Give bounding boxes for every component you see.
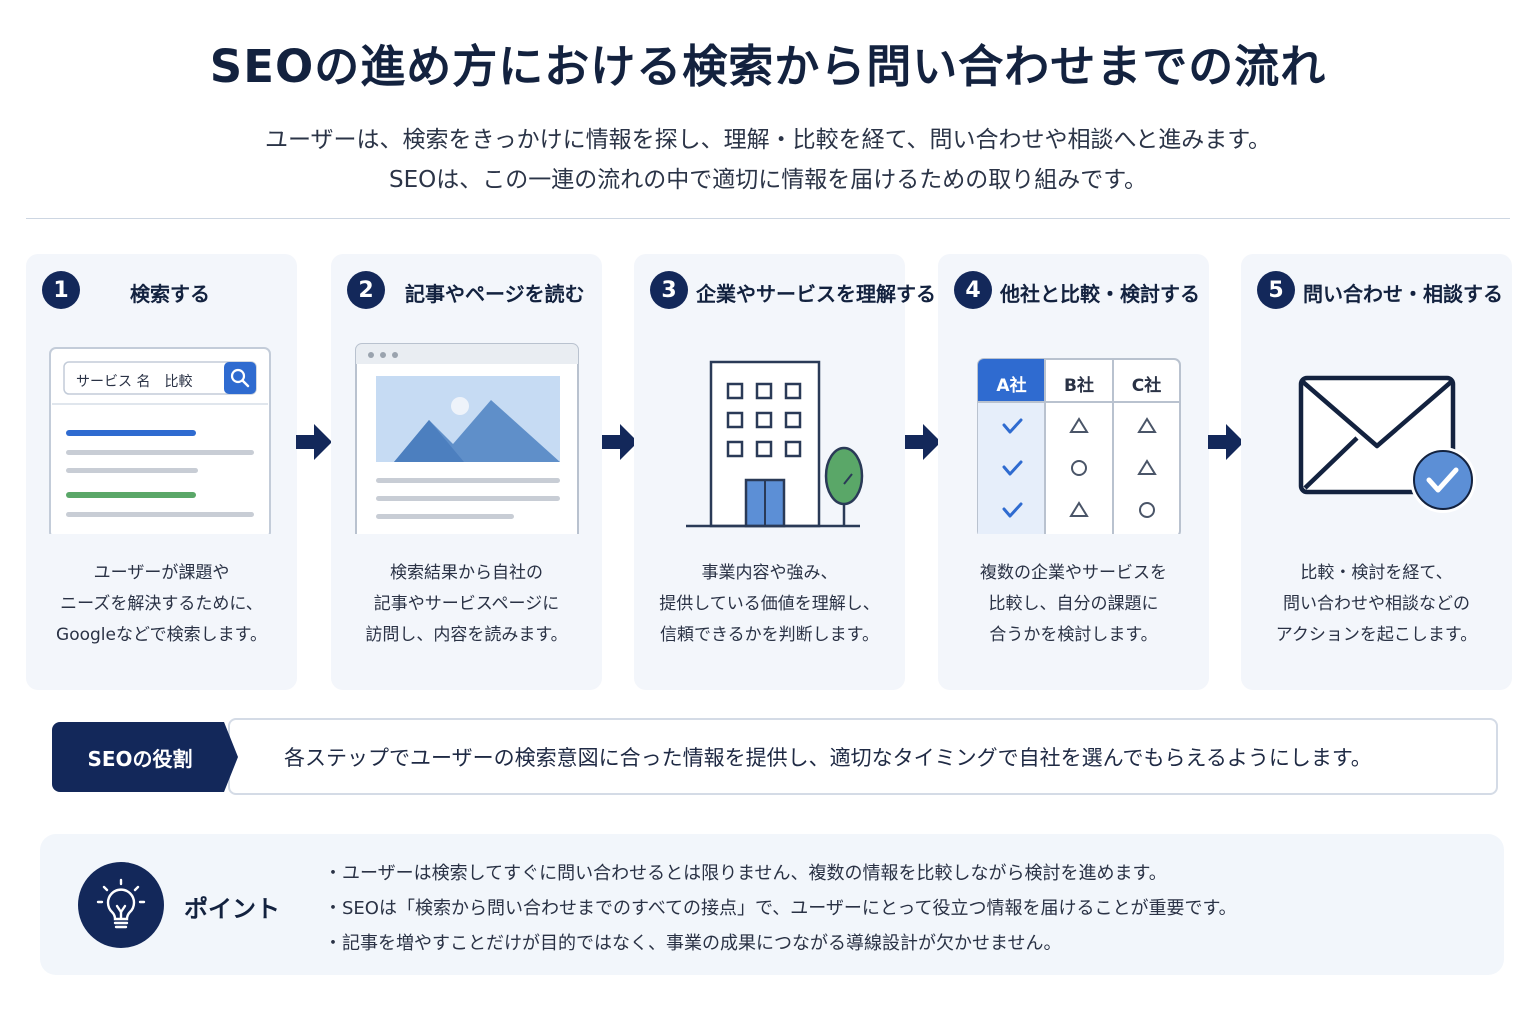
search-results-illustration: [49, 347, 271, 534]
search-query-text: サービス 名 比較: [76, 374, 193, 390]
step-2-card: 2 記事やページを読む 検索結果から自社の記事やサービスページに訪問し、内容を読…: [331, 254, 602, 690]
step-2-title: 記事やページを読む: [405, 282, 585, 306]
step-3-number: 3: [650, 271, 688, 309]
arrow-right-icon: [1208, 424, 1244, 460]
search-icon: [224, 362, 256, 394]
envelope-check-icon: [1298, 375, 1476, 513]
arrow-right-icon: [905, 424, 941, 460]
step-4-card: 4 他社と比較・検討する A社 B社 C社 複数の企業やサービスを比較し、自分の…: [938, 254, 1209, 690]
point-item: 記事を増やすことだけが目的ではなく、事業の成果につながる導線設計が欠かせません。: [324, 926, 1237, 961]
step-5-card: 5 問い合わせ・相談する 比較・検討を経て、問い合わせや相談などのアクションを起…: [1241, 254, 1512, 690]
arrow-right-icon: [602, 424, 638, 460]
step-1-card: 1 検索する サービス 名 比較 ユーザーが課題やニーズを解決するために、Goo…: [26, 254, 297, 690]
subtitle-line-1: ユーザーは、検索をきっかけに情報を探し、理解・比較を経て、問い合わせや相談へと進…: [264, 127, 1272, 153]
seo-role-box: [228, 718, 1498, 795]
step-4-title: 他社と比較・検討する: [1000, 282, 1200, 306]
table-header-a: A社: [996, 376, 1027, 396]
seo-role-text: 各ステップでユーザーの検索意図に合った情報を提供し、適切なタイミングで自社を選ん…: [284, 746, 1372, 770]
building-icon: [686, 360, 864, 528]
browser-image-icon: [355, 343, 579, 534]
step-2-description: 検索結果から自社の記事やサービスページに訪問し、内容を読みます。: [365, 563, 568, 645]
lightbulb-icon: [78, 862, 164, 948]
step-5-description: 比較・検討を経て、問い合わせや相談などのアクションを起こします。: [1275, 563, 1478, 645]
table-header-c: C社: [1131, 376, 1162, 396]
subtitle-line-2: SEOは、この一連の流れの中で適切に情報を届けるための取り組みです。: [389, 167, 1147, 193]
comparison-table-icon: [977, 358, 1181, 534]
step-3-description: 事業内容や強み、提供している価値を理解し、信頼できるかを判断します。: [659, 563, 880, 645]
step-1-description: ユーザーが課題やニーズを解決するために、Googleなどで検索します。: [56, 563, 267, 645]
step-5-number: 5: [1257, 271, 1295, 309]
seo-role-label: SEOの役割: [87, 746, 193, 771]
step-4-description: 複数の企業やサービスを比較し、自分の課題に合うかを検討します。: [980, 563, 1167, 645]
step-1-title: 検索する: [130, 282, 210, 306]
page-title: SEOの進め方における検索から問い合わせまでの流れ: [209, 40, 1327, 93]
point-item: SEOは「検索から問い合わせまでのすべての接点」で、ユーザーにとって役立つ情報を…: [324, 891, 1237, 926]
tree-icon: [824, 446, 864, 526]
point-title: ポイント: [184, 895, 280, 923]
divider: [26, 218, 1510, 219]
seo-role-label-shape: [52, 722, 238, 792]
point-item: ユーザーは検索してすぐに問い合わせるとは限りません、複数の情報を比較しながら検討…: [324, 856, 1237, 891]
step-5-title: 問い合わせ・相談する: [1303, 282, 1503, 306]
step-2-number: 2: [347, 271, 385, 309]
table-header-b: B社: [1064, 376, 1094, 396]
step-3-title: 企業やサービスを理解する: [696, 282, 936, 306]
step-1-number: 1: [42, 271, 80, 309]
step-4-number: 4: [954, 271, 992, 309]
point-list: ユーザーは検索してすぐに問い合わせるとは限りません、複数の情報を比較しながら検討…: [324, 856, 1237, 961]
step-3-card: 3 企業やサービスを理解する 事業内容や強み、提供している価値を理解し、信頼でき…: [634, 254, 936, 690]
arrow-right-icon: [296, 424, 332, 460]
